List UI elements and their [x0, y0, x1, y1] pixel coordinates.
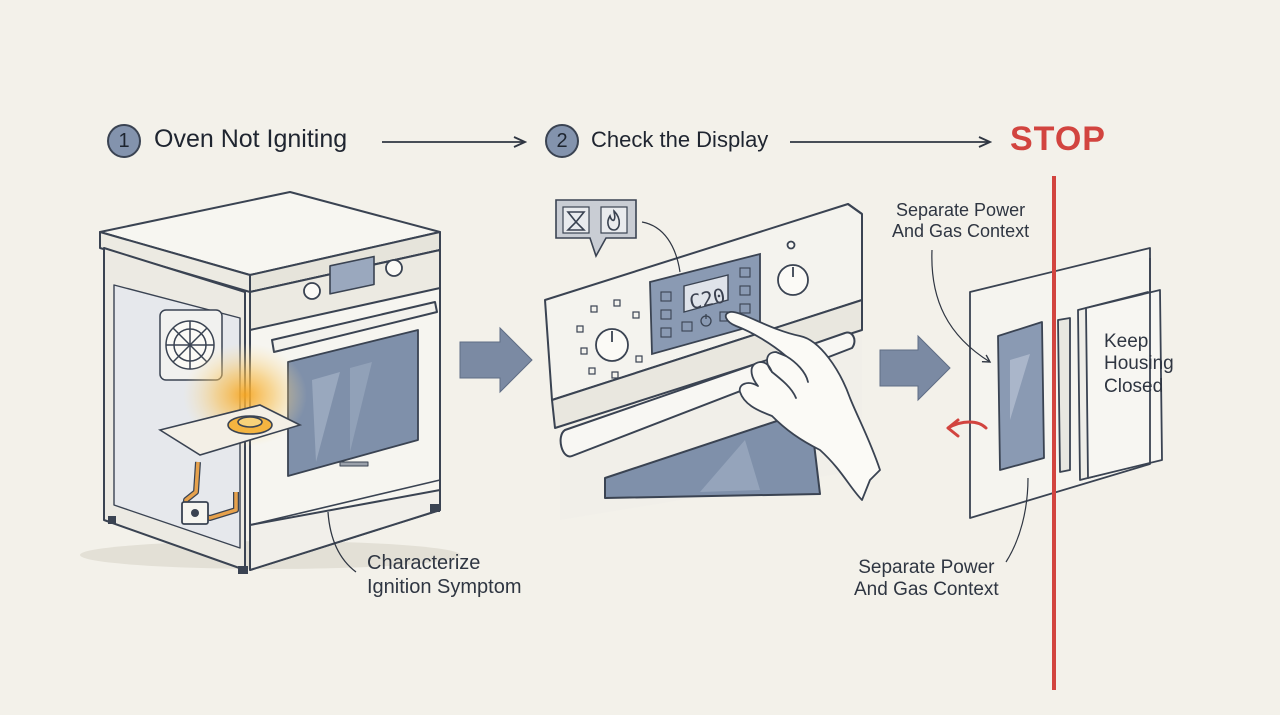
hourglass-icon	[562, 206, 590, 234]
stop-label: STOP	[1010, 120, 1106, 158]
left-knob	[595, 328, 629, 362]
characterize-label: Characterize Ignition Symptom	[367, 552, 522, 598]
power-icon	[700, 314, 712, 327]
right-knob	[777, 240, 809, 296]
burner-icon	[157, 404, 303, 456]
characterize-callout	[327, 511, 357, 573]
keep-housing-label: Keep Housing Closed	[1104, 331, 1174, 397]
bubble-leader	[641, 221, 681, 273]
power-gas-top-label: Separate Power And Gas Context	[892, 200, 1030, 242]
housing-illustration	[969, 247, 1163, 519]
hand-icon	[724, 311, 881, 501]
gas-line	[181, 461, 239, 525]
step-1-title: Oven Not Igniting	[154, 125, 348, 153]
transition-arrow-2	[879, 334, 951, 402]
flame-icon	[600, 206, 628, 234]
step-1-badge: 1	[107, 124, 141, 158]
power-gas-bottom-leader	[1005, 477, 1029, 563]
power-gas-bottom-label: Separate Power And Gas Context	[854, 557, 999, 601]
knob-marker-dots	[576, 299, 643, 379]
oven-illustration	[80, 191, 460, 574]
step-2-title: Check the Display	[591, 127, 769, 152]
return-arrow-icon	[946, 418, 988, 438]
power-gas-top-leader	[931, 249, 992, 363]
display-icon-bubble	[555, 199, 637, 258]
transition-arrow-1	[459, 326, 533, 394]
step-2-badge: 2	[545, 124, 579, 158]
